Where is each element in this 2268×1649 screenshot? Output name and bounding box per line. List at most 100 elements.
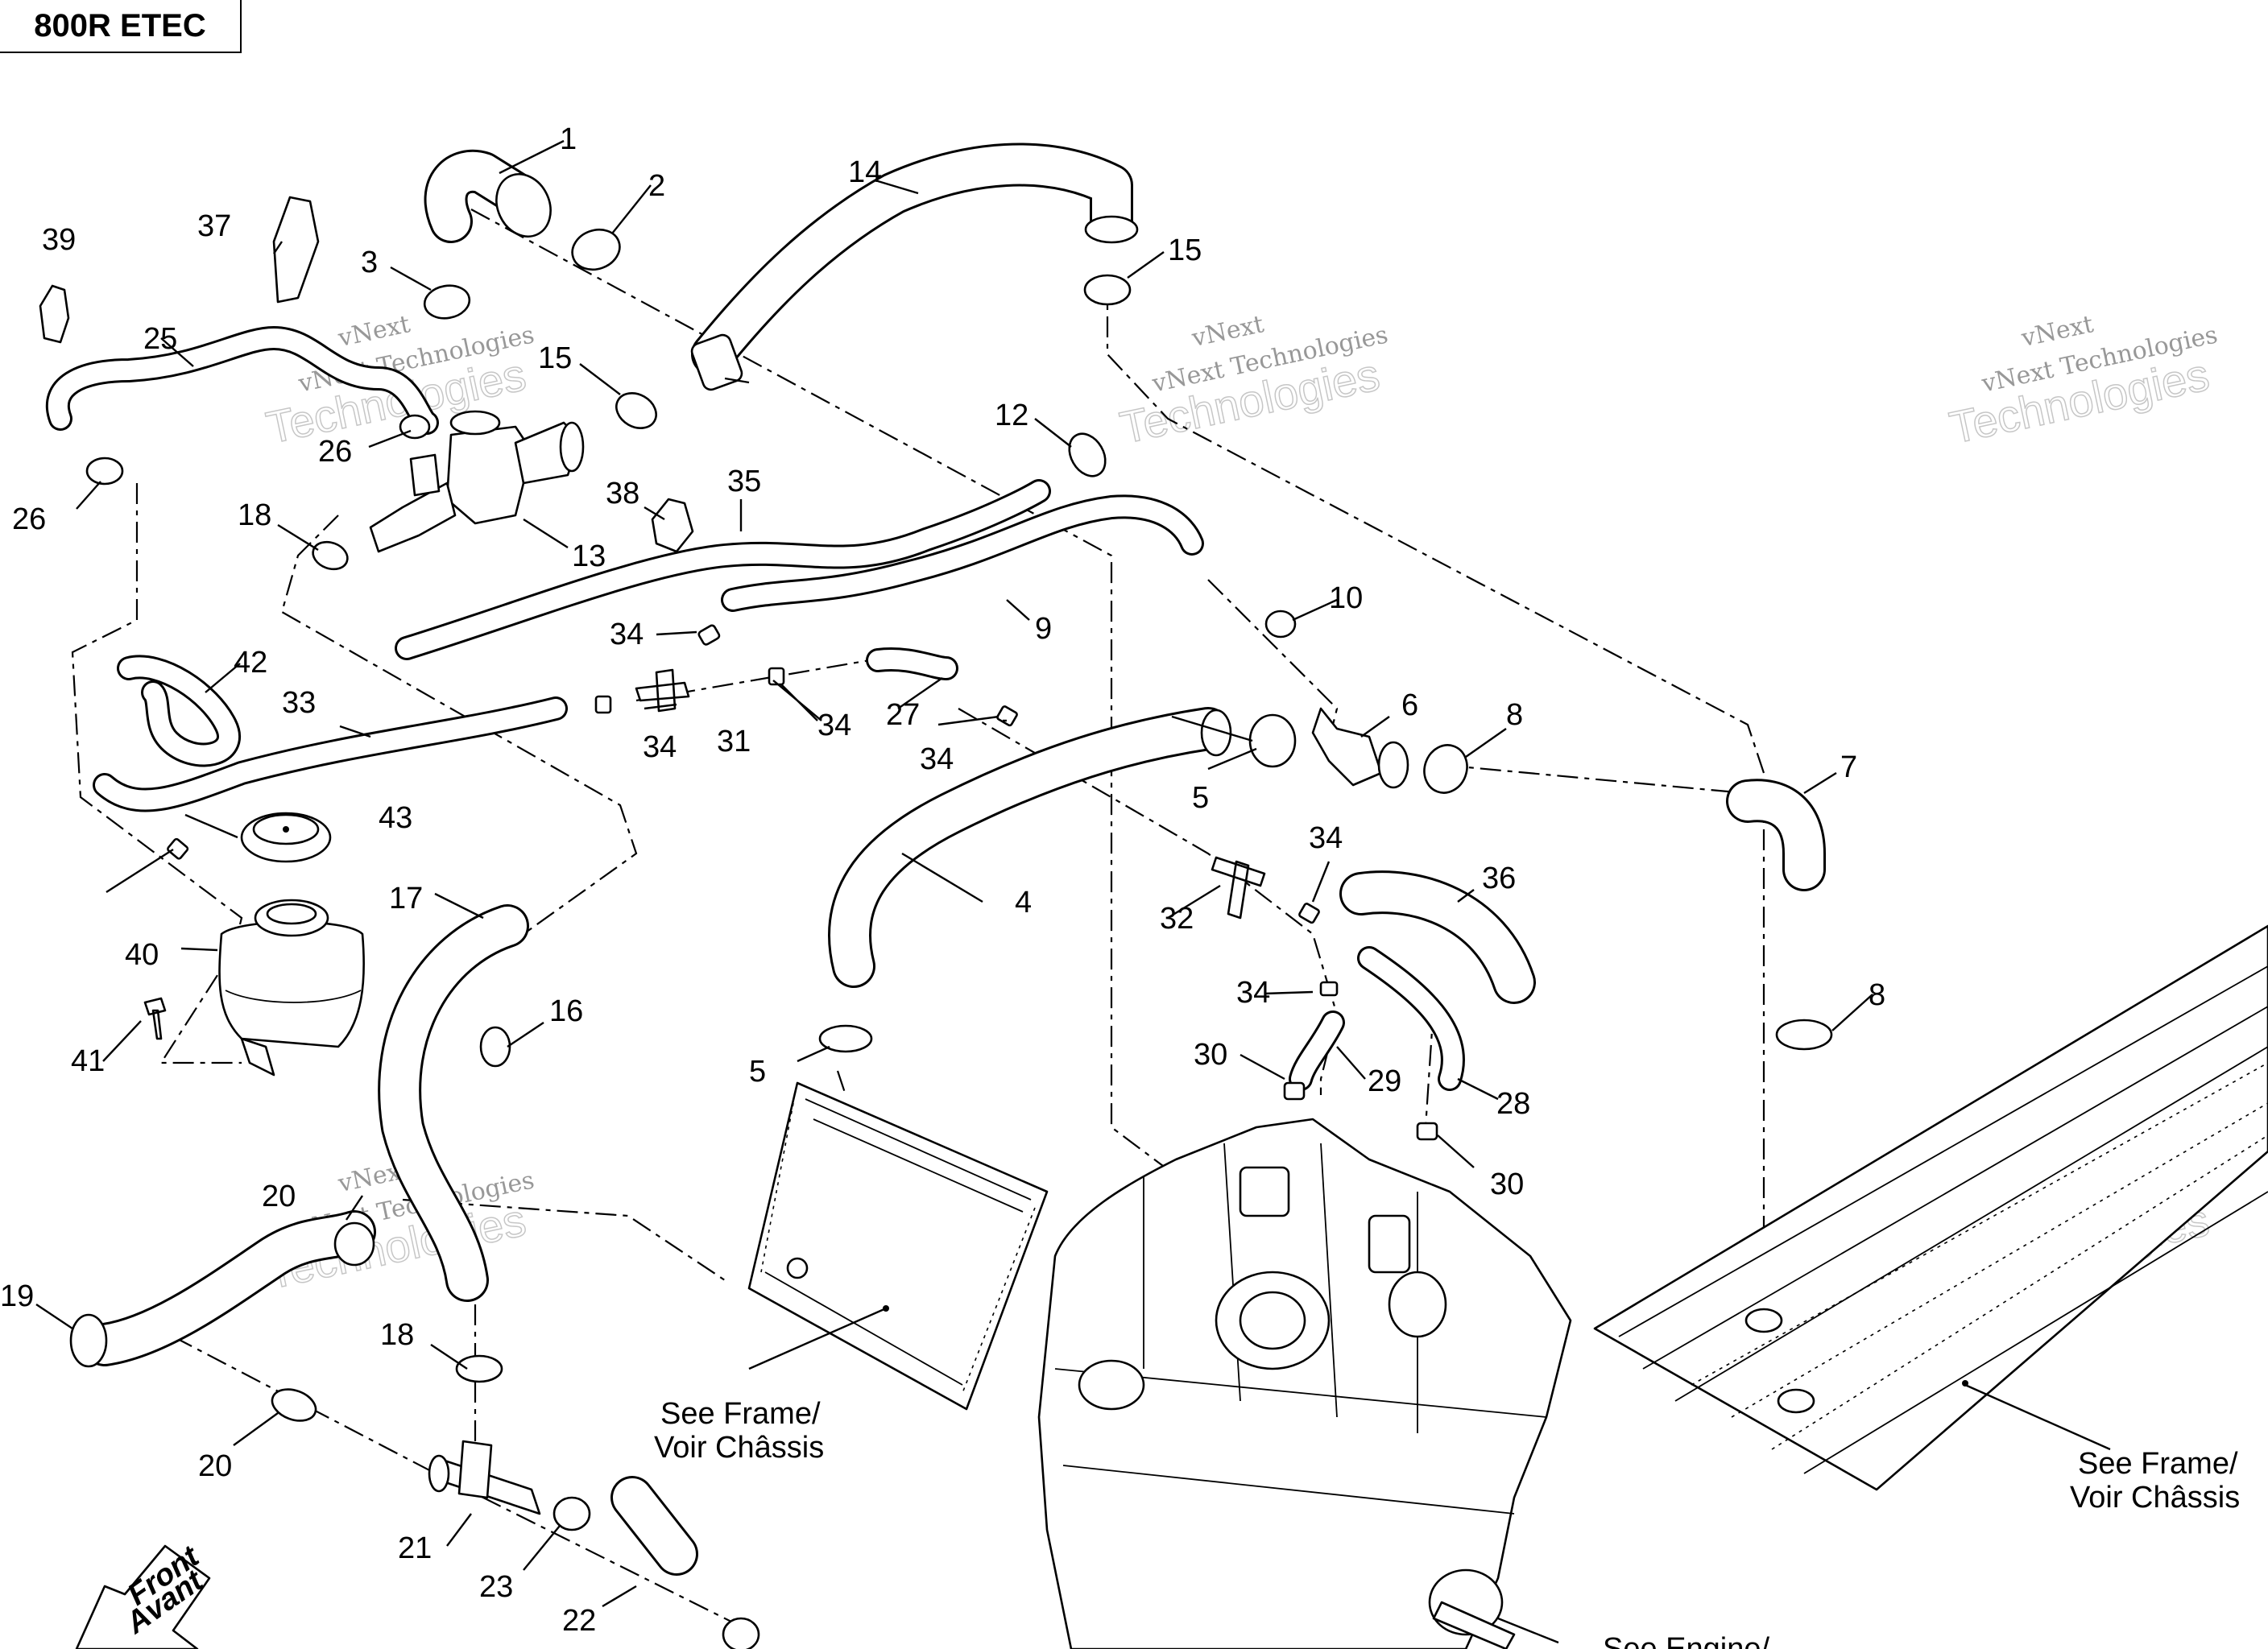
screw-41 <box>143 997 167 1040</box>
hose-22 <box>610 1476 698 1576</box>
tee-31 <box>635 668 690 713</box>
svg-text:vNext: vNext <box>2018 310 2096 353</box>
callout-12: 12 <box>995 399 1028 432</box>
clamp-18b <box>455 1354 503 1383</box>
gasket-38 <box>651 498 694 553</box>
radiator <box>747 1081 1049 1411</box>
callout-18b: 18 <box>380 1318 414 1352</box>
voir-chassis-note-1: Voir Châssis <box>654 1431 824 1465</box>
hose-27 <box>866 647 958 680</box>
hose-28 <box>1357 946 1465 1091</box>
see-engine-note: See Engine/ <box>1603 1632 1769 1649</box>
heat-exchanger-rail <box>1593 924 2268 1491</box>
callout-17: 17 <box>389 882 423 915</box>
hose-33 <box>93 696 568 812</box>
callout-20a: 20 <box>262 1180 296 1213</box>
callout-26a: 26 <box>318 435 352 469</box>
clamp-10 <box>1264 610 1297 639</box>
callout-33: 33 <box>282 686 316 720</box>
clamp-2 <box>571 228 621 271</box>
see-frame-note-2: See Frame/ <box>2078 1447 2238 1481</box>
callout-7: 7 <box>1840 750 1857 784</box>
callout-6: 6 <box>1401 688 1418 722</box>
callout-42: 42 <box>234 646 267 680</box>
hose-29 <box>1289 1010 1345 1091</box>
callout-5a: 5 <box>1192 781 1209 815</box>
leader-lines <box>35 139 2111 1644</box>
clamp-20a <box>333 1221 375 1267</box>
clamp-5a <box>1248 713 1297 768</box>
tee-21 <box>428 1440 541 1515</box>
clamp-16 <box>479 1026 511 1068</box>
clamp-18a <box>312 540 349 571</box>
clamp-23 <box>553 1496 591 1531</box>
callout-18a: 18 <box>238 498 271 532</box>
callout-4: 4 <box>1015 886 1032 920</box>
callout-40: 40 <box>125 938 159 972</box>
callout-30a: 30 <box>1194 1038 1227 1072</box>
callout-23: 23 <box>479 1570 513 1604</box>
callout-14: 14 <box>848 155 882 189</box>
callout-9: 9 <box>1035 612 1052 646</box>
callout-28: 28 <box>1496 1087 1530 1121</box>
callout-16: 16 <box>549 994 583 1028</box>
hose-25 <box>45 326 439 435</box>
clamp-26a <box>399 414 431 440</box>
hose-7 <box>1726 779 1826 891</box>
fitting-30a <box>1283 1081 1306 1101</box>
callout-19: 19 <box>0 1279 34 1313</box>
clamp-26b <box>85 457 124 486</box>
hose-4 <box>828 707 1232 988</box>
callout-30b: 30 <box>1490 1168 1524 1201</box>
clamp-15b <box>615 392 657 429</box>
clamp-3 <box>423 284 471 320</box>
callout-22: 22 <box>562 1604 596 1638</box>
callout-27: 27 <box>886 698 920 732</box>
callout-13: 13 <box>572 539 606 573</box>
clamp-12 <box>1068 432 1107 477</box>
callout-5b: 5 <box>749 1055 766 1089</box>
small-parts <box>39 196 1833 1649</box>
gasket-39 <box>39 284 70 344</box>
hose-42 <box>117 655 241 767</box>
callout-20b: 20 <box>198 1449 232 1483</box>
see-frame-note-1: See Frame/ <box>660 1397 821 1431</box>
fitting-30b <box>1416 1122 1438 1141</box>
callout-15b: 15 <box>538 341 572 375</box>
clamp-8b <box>1775 1019 1833 1051</box>
callout-26b: 26 <box>12 502 46 536</box>
callout-39: 39 <box>42 223 76 257</box>
callout-34e: 34 <box>1309 821 1343 855</box>
callout-15a: 15 <box>1168 234 1202 267</box>
clamp-5b <box>818 1024 873 1053</box>
callout-41: 41 <box>71 1044 105 1078</box>
callout-8b: 8 <box>1869 978 1885 1012</box>
callout-36: 36 <box>1482 862 1516 895</box>
clamp-8a <box>1423 744 1468 794</box>
callout-38: 38 <box>606 477 639 510</box>
callout-8a: 8 <box>1506 698 1523 732</box>
callout-34a: 34 <box>610 618 644 651</box>
thermostat-housing-13 <box>369 410 585 553</box>
callout-numbers: 1 2 3 4 5 5 6 7 8 8 9 10 12 13 14 15 15 … <box>0 122 1885 1638</box>
callout-10: 10 <box>1329 581 1363 615</box>
radiator-cap-43 <box>240 812 332 863</box>
front-direction-arrow: Front Avant <box>75 1539 211 1649</box>
clamp-bottom <box>722 1617 760 1649</box>
clamp-20b <box>271 1388 317 1422</box>
callout-25: 25 <box>143 322 177 356</box>
svg-text:vNext: vNext <box>335 310 412 353</box>
gasket-37 <box>272 196 320 304</box>
hose-9 <box>721 494 1204 612</box>
hose-1 <box>424 149 552 243</box>
callout-31: 31 <box>717 725 751 758</box>
callout-35: 35 <box>727 465 761 498</box>
clamp-15a <box>1083 274 1132 306</box>
callout-2: 2 <box>648 169 665 203</box>
hose-36 <box>1339 870 1536 1004</box>
callout-1: 1 <box>560 122 577 156</box>
hose-19 <box>69 1210 376 1368</box>
voir-chassis-note-2: Voir Châssis <box>2070 1481 2240 1515</box>
